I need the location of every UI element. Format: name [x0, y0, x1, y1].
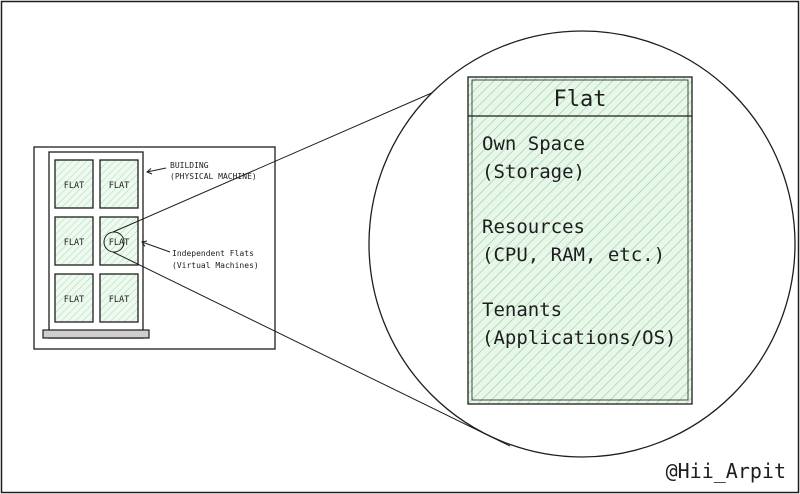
flat-label: FLAT: [64, 181, 84, 191]
building-arrow: [146, 167, 167, 173]
building-arrowhead: [146, 168, 153, 175]
flat-label: FLAT: [64, 295, 84, 305]
flats-arrow: [141, 241, 171, 253]
flats-annotation-sub: (Virtual Machines): [172, 261, 259, 270]
card-item-storage: Own Space: [482, 133, 585, 155]
card-title: Flat: [554, 87, 607, 112]
card-item-resources: Resources: [482, 216, 585, 238]
flat-detail-card: Flat Own Space (Storage) Resources (CPU,…: [467, 76, 693, 405]
flat-window: FLAT: [54, 216, 94, 266]
building-base: [42, 329, 150, 339]
building-label: BUILDING: [170, 161, 209, 170]
building-panel: FLAT FLAT FLAT FLAT FLAT FLAT BUILDING (…: [33, 146, 276, 350]
flat-window: FLAT: [99, 273, 139, 323]
zoom-connector-bottom: [112, 251, 511, 447]
flat-label: FLAT: [64, 238, 84, 248]
card-item-tenants: Tenants: [482, 299, 562, 321]
card-item-storage-detail: (Storage): [482, 161, 585, 183]
flat-label: FLAT: [109, 295, 129, 305]
card-item-resources-detail: (CPU, RAM, etc.): [482, 244, 665, 266]
flat-label: FLAT: [109, 181, 129, 191]
card-item-tenants-detail: (Applications/OS): [482, 327, 676, 349]
flat-window: FLAT: [54, 159, 94, 209]
flats-annotation: Independent Flats: [172, 249, 254, 258]
flat-label: FLAT: [109, 238, 129, 248]
flat-window: FLAT: [99, 159, 139, 209]
watermark: @Hii_Arpit: [666, 459, 786, 483]
building-sublabel: (PHYSICAL MACHINE): [170, 172, 257, 181]
flat-window-highlighted: FLAT: [99, 216, 139, 266]
flats-arrowhead: [141, 240, 148, 247]
flat-window: FLAT: [54, 273, 94, 323]
